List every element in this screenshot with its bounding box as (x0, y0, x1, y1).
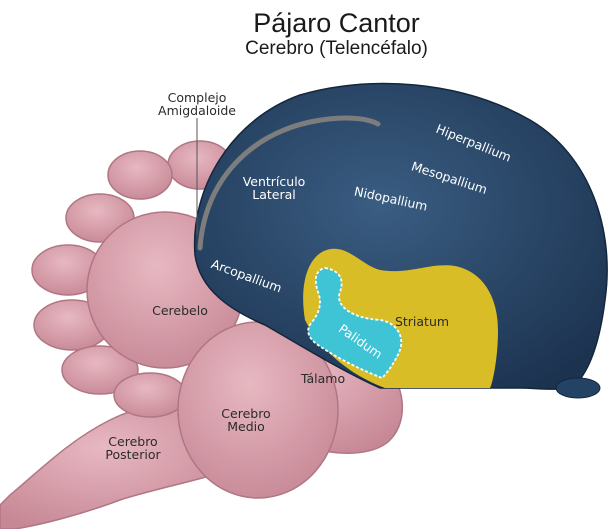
cerebro-posterior-label-2: Posterior (105, 447, 161, 462)
complejo-label-2: Amigdaloide (158, 103, 236, 118)
cerebro-medio-label-2: Medio (227, 419, 265, 434)
ventriculo-label-2: Lateral (252, 187, 296, 202)
striatum-label: Striatum (395, 314, 449, 329)
talamo-label: Tálamo (300, 371, 345, 386)
olfactory-bulb (556, 378, 600, 398)
cerebelo-label: Cerebelo (152, 303, 208, 318)
